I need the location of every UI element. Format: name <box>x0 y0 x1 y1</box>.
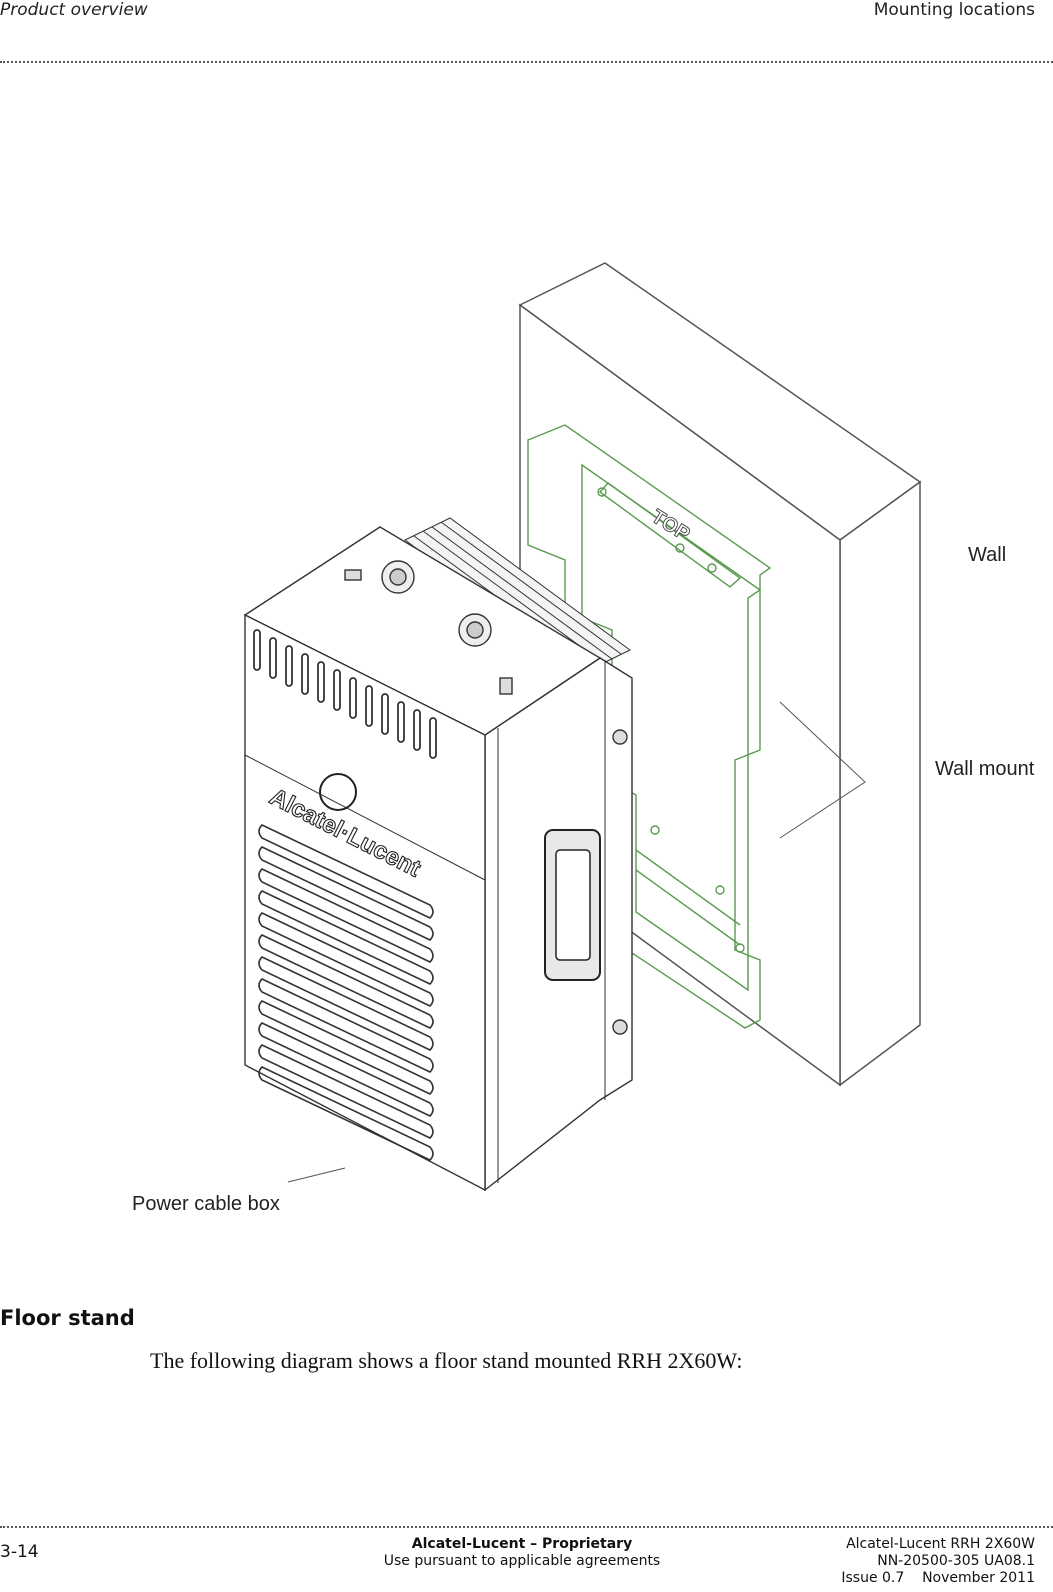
power-cable-box-leader <box>287 1167 346 1183</box>
callout-wall: Wall <box>968 544 1006 566</box>
footer-proprietary-notice: Alcatel-Lucent – Proprietary Use pursuan… <box>372 1536 672 1570</box>
section-body-text: The following diagram shows a floor stan… <box>150 1348 743 1373</box>
footer-document-number: NN-20500-305 UA08.1 <box>877 1553 1035 1569</box>
footer-page-number: 3-14 <box>0 1542 39 1562</box>
footer-agreements-line: Use pursuant to applicable agreements <box>383 1553 661 1569</box>
rrh-top-face <box>243 526 602 736</box>
section-title: Floor stand <box>0 1306 135 1330</box>
header-section-title: Product overview <box>0 0 148 20</box>
footer-proprietary-line: Alcatel-Lucent – Proprietary <box>411 1536 633 1552</box>
rrh-side-panel <box>484 657 633 1192</box>
footer-issue-date: Issue 0.7 November 2011 <box>841 1570 1035 1586</box>
wall-mount-diagram: TOP <box>132 262 1035 1215</box>
footer-product-name: Alcatel-Lucent RRH 2X60W <box>846 1536 1035 1552</box>
wall-mount-leader <box>779 701 866 839</box>
footer-document-info: Alcatel-Lucent RRH 2X60W NN-20500-305 UA… <box>841 1536 1035 1587</box>
rrh-front-face <box>244 613 486 1192</box>
callout-wall-mount: Wall mount <box>935 758 1035 780</box>
callout-power-cable-box: Power cable box <box>132 1193 280 1215</box>
header-chapter-title: Mounting locations <box>873 0 1035 20</box>
lower-vents <box>258 824 434 1161</box>
header-divider <box>0 61 1053 63</box>
upper-vents <box>253 629 437 759</box>
footer-divider <box>0 1526 1053 1528</box>
